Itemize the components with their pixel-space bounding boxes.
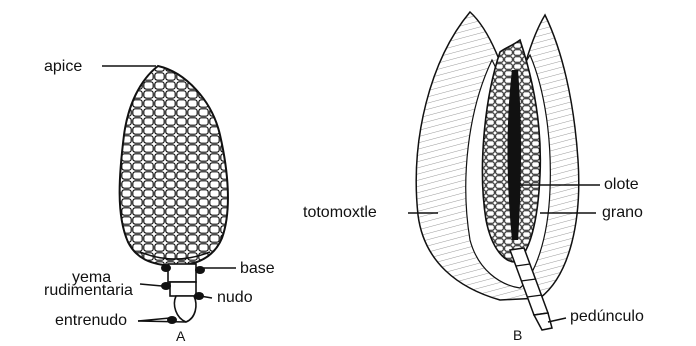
figure-b-husked-ear — [408, 12, 600, 330]
label-rudimentaria: rudimentaria — [44, 283, 133, 299]
panel-label-a: A — [176, 329, 185, 343]
leader-entrenudo-2 — [138, 321, 186, 322]
label-olote: olote — [604, 177, 639, 193]
ear-a-body — [120, 66, 228, 266]
label-entrenudo: entrenudo — [55, 313, 127, 329]
label-grano: grano — [602, 205, 643, 221]
label-base: base — [240, 261, 275, 277]
label-apice: apice — [44, 59, 82, 75]
ear-a-shank — [168, 264, 196, 322]
label-nudo: nudo — [217, 290, 253, 306]
label-totomoxtle: totomoxtle — [303, 205, 377, 221]
leader-pedunculo — [548, 318, 566, 322]
panel-label-b: B — [513, 328, 522, 342]
label-pedunculo: pedúnculo — [570, 309, 644, 325]
leader-yema — [140, 284, 162, 286]
